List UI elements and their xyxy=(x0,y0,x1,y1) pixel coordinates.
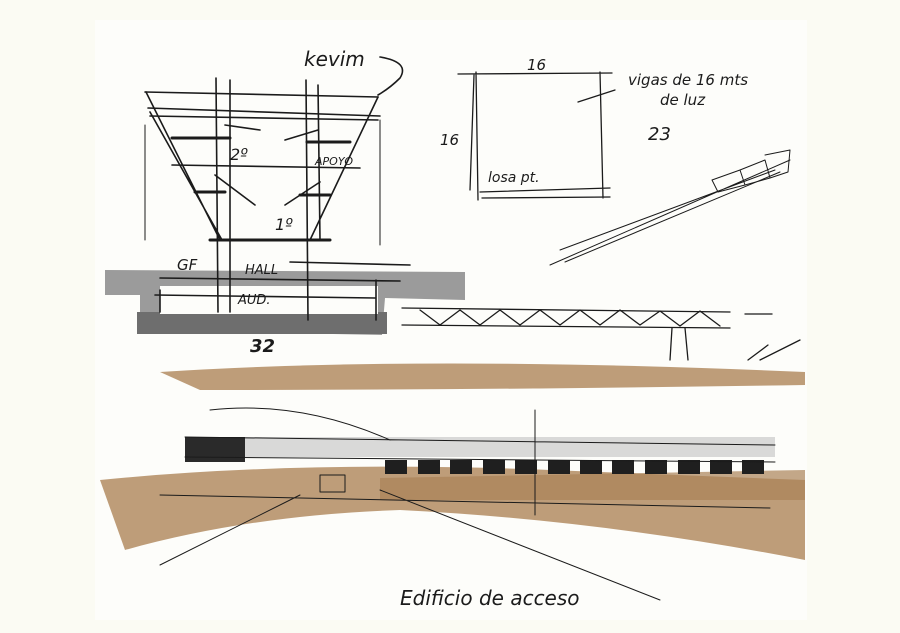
beams-note-line1: vigas de 16 mts xyxy=(628,71,748,89)
label-width-dim: 32 xyxy=(250,336,275,357)
label-hall: HALL xyxy=(245,263,278,278)
label-apoyo: APOYO xyxy=(314,155,353,168)
building-section xyxy=(144,56,411,321)
plan-square xyxy=(457,71,616,201)
beam-perspective xyxy=(549,149,791,266)
plan-count: 23 xyxy=(648,124,671,145)
bridge-perspective xyxy=(100,407,805,601)
brown-ground-1 xyxy=(160,363,805,390)
label-floor-2: 2º xyxy=(230,145,248,164)
label-ground-floor: GF xyxy=(177,256,198,274)
plan-side-dim: 16 xyxy=(440,131,459,149)
label-auditorium: AUD. xyxy=(237,293,271,308)
beams-note-line2: de luz xyxy=(660,91,706,109)
truss-bridge xyxy=(401,307,801,361)
plan-slab-label: losa pt. xyxy=(488,170,540,186)
caption: Edificio de acceso xyxy=(400,586,580,610)
label-top: kevim xyxy=(304,47,365,71)
plan-top-dim: 16 xyxy=(527,56,546,74)
label-floor-1: 1º xyxy=(275,215,293,234)
